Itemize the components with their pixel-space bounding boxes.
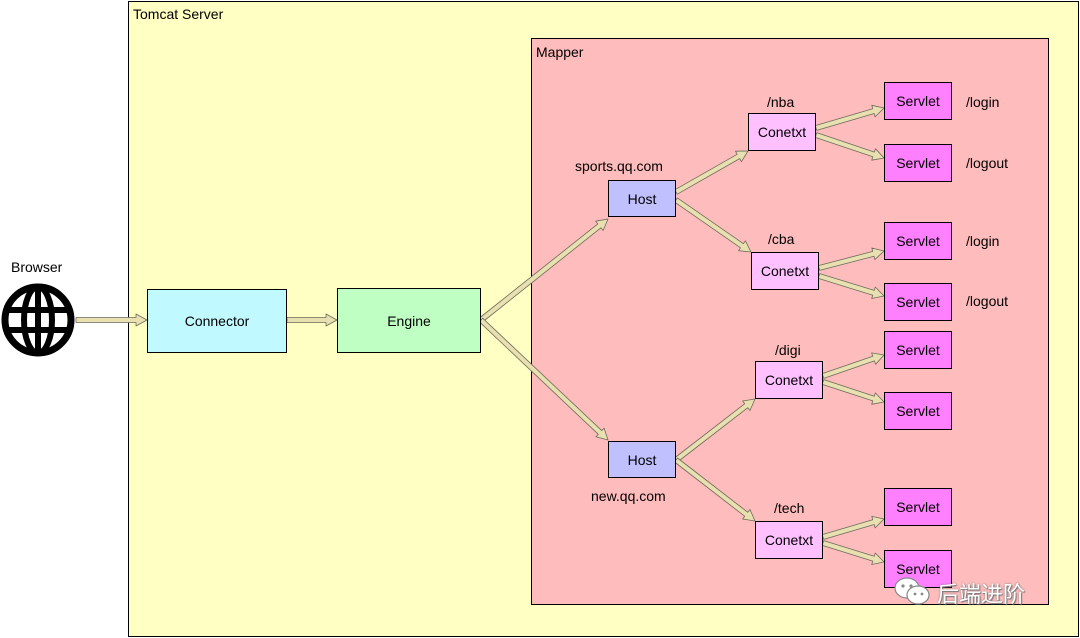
- servlet-node[interactable]: Servlet: [884, 392, 952, 430]
- mapper-label: Mapper: [536, 44, 584, 60]
- engine-node[interactable]: Engine: [337, 288, 481, 353]
- host-news-domain-label: new.qq.com: [591, 488, 666, 504]
- servlet-logout-path-label: /logout: [966, 155, 1009, 171]
- context-tech-path-label: /tech: [774, 500, 805, 516]
- arrow-edge: [674, 150, 749, 195]
- arrow-edge: [674, 197, 752, 253]
- host-news-node[interactable]: Host: [608, 441, 676, 478]
- servlet-node[interactable]: Servlet: [884, 283, 952, 321]
- arrow-edge: [814, 104, 885, 131]
- arrow-edge: [478, 218, 609, 323]
- arrow-edge: [286, 313, 338, 327]
- context-digi-node[interactable]: Conetxt: [755, 361, 823, 399]
- connector-node[interactable]: Connector: [147, 289, 287, 353]
- arrow-edge: [817, 273, 885, 299]
- browser-label: Browser: [11, 259, 63, 275]
- arrow-edge: [814, 132, 885, 161]
- servlet-node[interactable]: Servlet: [884, 331, 952, 369]
- context-tech-node[interactable]: Conetxt: [755, 521, 823, 559]
- arrow-edges: [75, 104, 885, 565]
- watermark-text: 后端进阶: [937, 582, 1026, 607]
- host-sports-domain-label: sports.qq.com: [575, 158, 663, 174]
- servlet-node[interactable]: Servlet: [884, 222, 952, 260]
- tomcat-server-label: Tomcat Server: [133, 6, 224, 22]
- servlet-login-path-label: /login: [966, 94, 1000, 110]
- globe-icon: [1, 283, 75, 357]
- arrow-edge: [478, 317, 609, 441]
- servlet-logout-path-label: /logout: [966, 293, 1009, 309]
- arrow-edge: [821, 516, 885, 540]
- wechat-icon: [894, 577, 930, 605]
- servlet-node[interactable]: Servlet: [884, 488, 952, 526]
- arrow-edge: [821, 352, 885, 379]
- arrow-edge: [821, 379, 885, 405]
- arrow-edge: [821, 540, 885, 565]
- context-nba-node[interactable]: Conetxt: [748, 113, 816, 151]
- servlet-login-path-label: /login: [966, 233, 1000, 249]
- arrow-edge: [674, 457, 756, 522]
- arrow-edge: [818, 247, 885, 271]
- arrow-edge: [674, 398, 756, 463]
- servlet-node[interactable]: Servlet: [884, 82, 952, 120]
- host-sports-node[interactable]: Host: [608, 180, 676, 217]
- context-digi-path-label: /digi: [775, 342, 801, 358]
- servlet-node[interactable]: Servlet: [884, 144, 952, 182]
- context-nba-path-label: /nba: [767, 94, 795, 110]
- servlet-node[interactable]: Servlet: [884, 550, 952, 588]
- context-cba-node[interactable]: Conetxt: [751, 252, 819, 290]
- context-cba-path-label: /cba: [768, 231, 795, 247]
- arrow-edge: [75, 313, 148, 327]
